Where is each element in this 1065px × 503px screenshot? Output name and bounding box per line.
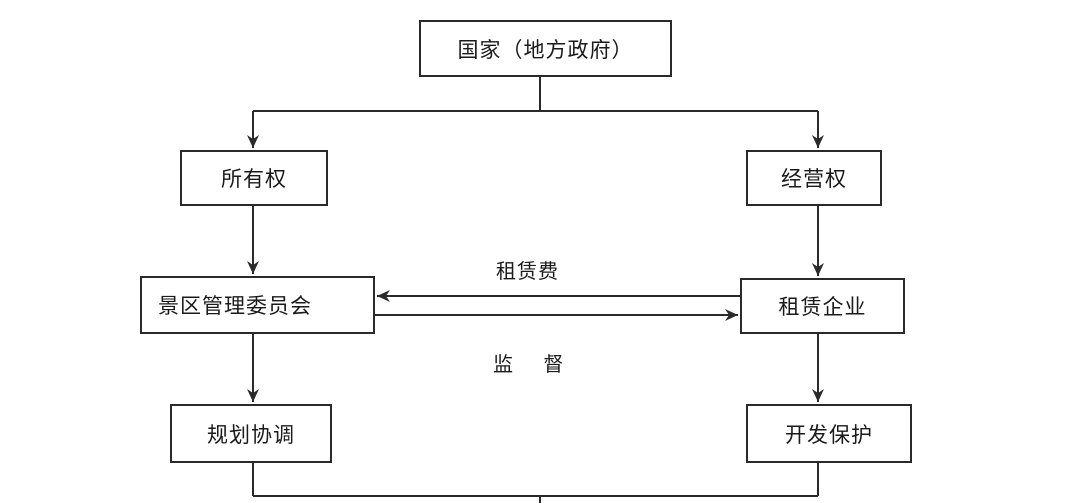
planning-node-label: 规划协调 — [207, 422, 295, 447]
state-node-label: 国家（地方政府） — [457, 37, 634, 62]
committee-node-label: 景区管理委员会 — [158, 294, 312, 318]
state-node: 国家（地方政府） — [419, 20, 672, 77]
lessee-node-label: 租赁企业 — [778, 295, 867, 319]
development-node: 开发保护 — [746, 404, 912, 463]
supervision-label: 监 督 — [493, 352, 576, 376]
ownership-node: 所有权 — [180, 150, 328, 206]
operation-node-label: 经营权 — [781, 167, 847, 191]
ownership-node-label: 所有权 — [221, 167, 287, 191]
lessee-node: 租赁企业 — [740, 278, 905, 334]
rent-fee-label: 租赁费 — [496, 259, 559, 283]
planning-node: 规划协调 — [170, 404, 332, 463]
committee-node: 景区管理委员会 — [140, 276, 375, 334]
development-node-label: 开发保护 — [785, 422, 873, 447]
operation-node: 经营权 — [746, 150, 882, 206]
